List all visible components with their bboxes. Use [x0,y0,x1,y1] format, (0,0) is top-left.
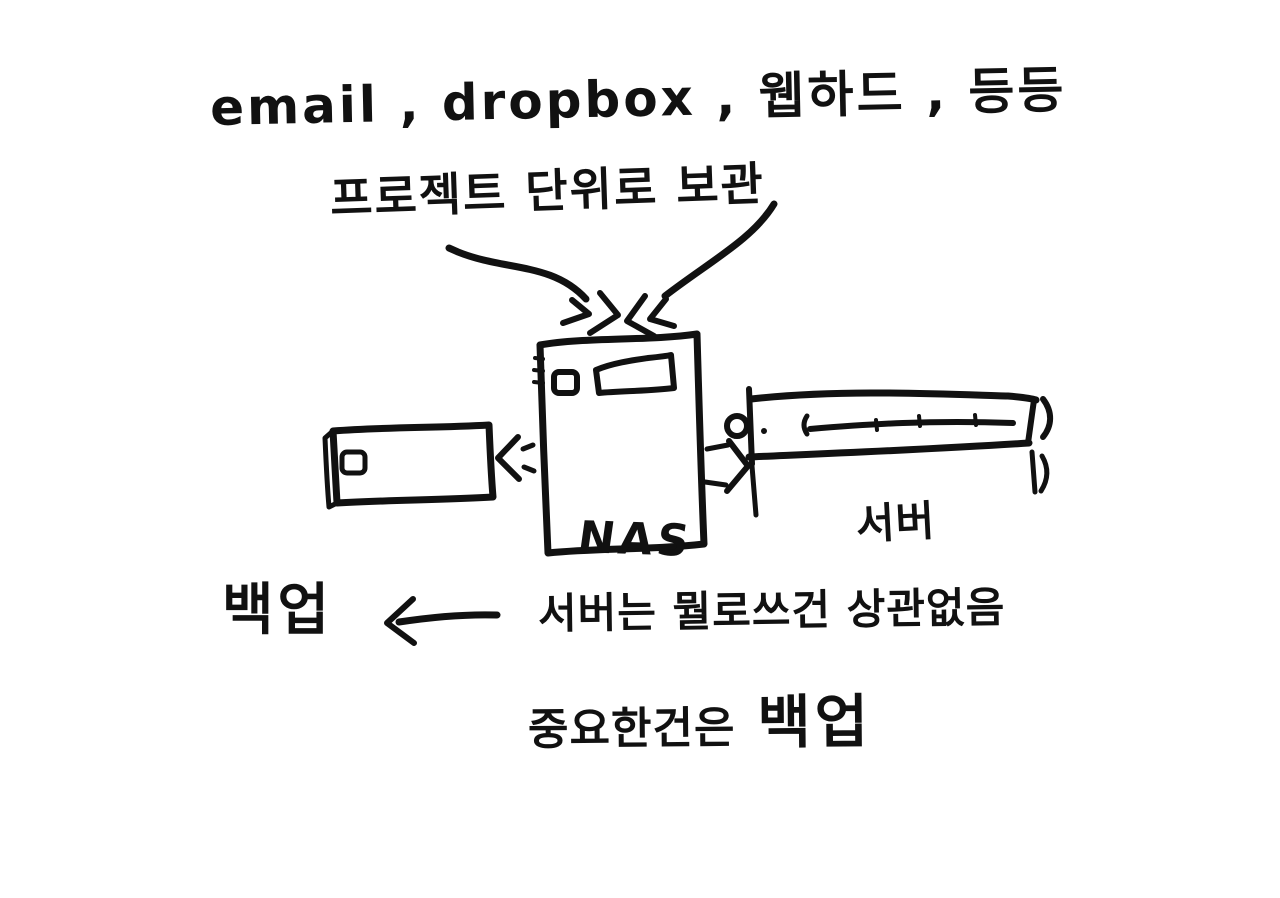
incoming-arrow-left-icon [445,244,621,336]
nas-box [532,330,708,557]
backup-label: 백업 [222,578,334,643]
important-note-emphasis: 백업 [757,687,873,757]
nas-power-button-icon [551,369,580,396]
arrow-nas-to-drive-icon [495,434,537,482]
server-led-icon [761,428,767,434]
nas-drive-slot-icon [593,352,677,396]
nas-edge-leds-icon [532,356,545,385]
arrow-nas-to-server-icon [702,438,751,494]
backup-arrow-icon [384,596,501,646]
important-note: 중요한건은 백업 [527,687,873,757]
server-vent-slot-icon [801,413,1016,437]
server-label: 서버 [854,495,937,550]
incoming-arrow-right-icon [624,200,778,339]
drive-indicator-icon [339,449,368,476]
server-knob-icon [724,413,750,439]
external-drive-box [322,421,497,510]
nas-label: NAS [574,512,697,567]
important-note-prefix: 중요한건은 [527,702,736,756]
server-rack [724,386,1054,518]
server-left-leg-icon [749,463,759,518]
server-right-leg-icon [1029,449,1038,495]
server-note: 서버는 뭘로쓰건 상관없음 [537,582,1006,639]
